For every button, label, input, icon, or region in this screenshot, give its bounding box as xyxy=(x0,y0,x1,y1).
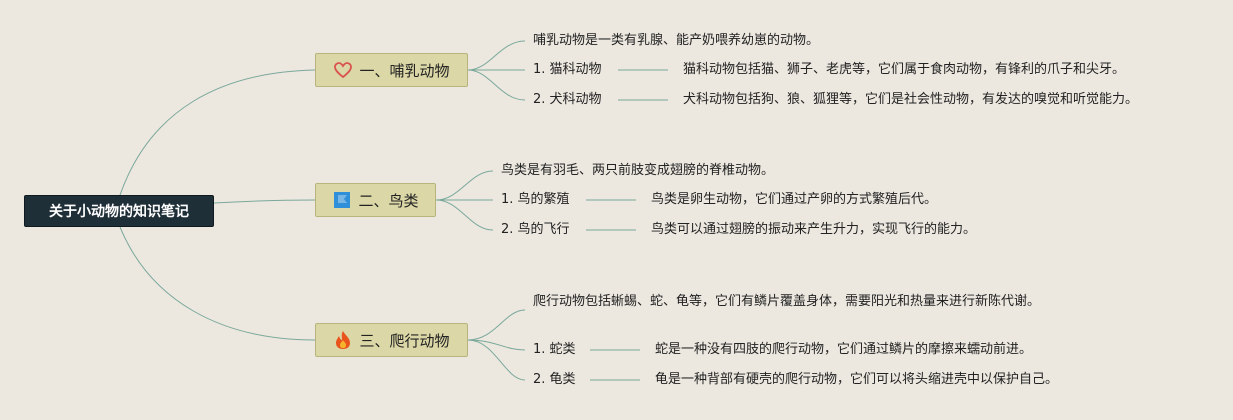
root-label: 关于小动物的知识笔记 xyxy=(49,204,189,220)
branch-1-description: 哺乳动物是一类有乳腺、能产奶喂养幼崽的动物。 xyxy=(533,33,820,48)
branch-2-item-2-label[interactable]: 2. 鸟的飞行 xyxy=(501,222,570,237)
branch-2-item-1-label[interactable]: 1. 鸟的繁殖 xyxy=(501,192,570,207)
branch-label: 二、鸟类 xyxy=(358,191,419,210)
branch-2-description: 鸟类是有羽毛、两只前肢变成翅膀的脊椎动物。 xyxy=(501,163,775,178)
branch-3-item-1-detail: 蛇是一种没有四肢的爬行动物，它们通过鳞片的摩擦来蠕动前进。 xyxy=(655,342,1033,357)
branch-label: 三、爬行动物 xyxy=(359,331,450,350)
branch-node-birds[interactable]: 二、鸟类 xyxy=(315,183,436,217)
branch-node-reptiles[interactable]: 三、爬行动物 xyxy=(315,323,468,357)
branch-1-item-2-detail: 犬科动物包括狗、狼、狐狸等，它们是社会性动物，有发达的嗅觉和听觉能力。 xyxy=(683,92,1139,107)
branch-1-item-1-detail: 猫科动物包括猫、狮子、老虎等，它们属于食肉动物，有锋利的爪子和尖牙。 xyxy=(683,62,1126,77)
root-node[interactable]: 关于小动物的知识笔记 xyxy=(24,195,214,227)
branch-3-to-item-2-line xyxy=(467,339,526,381)
branch-3-to-item-1-line xyxy=(467,339,526,351)
root-to-branch-2-line xyxy=(213,199,316,204)
root-to-branch-3-line xyxy=(119,226,316,341)
root-to-branch-1-line xyxy=(119,69,316,196)
branch-3-item-2-label[interactable]: 2. 龟类 xyxy=(533,372,576,387)
branch-2-to-item-2-line xyxy=(435,199,494,231)
branch-1-to-item-2-line xyxy=(467,69,526,101)
heart-icon xyxy=(333,60,353,80)
branch-2-item-2-detail: 鸟类可以通过翅膀的振动来产生升力，实现飞行的能力。 xyxy=(651,222,977,237)
branch-3-item-2-detail: 龟是一种背部有硬壳的爬行动物，它们可以将头缩进壳中以保护自己。 xyxy=(655,372,1059,387)
branch-2-to-desc-line xyxy=(435,170,494,201)
flag-icon xyxy=(332,190,352,210)
branch-2-item-1-detail: 鸟类是卵生动物，它们通过产卵的方式繁殖后代。 xyxy=(651,192,938,207)
branch-3-to-desc-line xyxy=(467,309,526,341)
branch-1-item-2-label[interactable]: 2. 犬科动物 xyxy=(533,92,602,107)
branch-label: 一、哺乳动物 xyxy=(359,61,450,80)
branch-3-item-1-label[interactable]: 1. 蛇类 xyxy=(533,342,576,357)
branch-3-description: 爬行动物包括蜥蜴、蛇、龟等，它们有鳞片覆盖身体，需要阳光和热量来进行新陈代谢。 xyxy=(533,294,1041,309)
branch-node-mammals[interactable]: 一、哺乳动物 xyxy=(315,53,468,87)
branch-1-to-desc-line xyxy=(467,40,526,71)
branch-1-item-1-label[interactable]: 1. 猫科动物 xyxy=(533,62,602,77)
fire-icon xyxy=(333,330,353,350)
